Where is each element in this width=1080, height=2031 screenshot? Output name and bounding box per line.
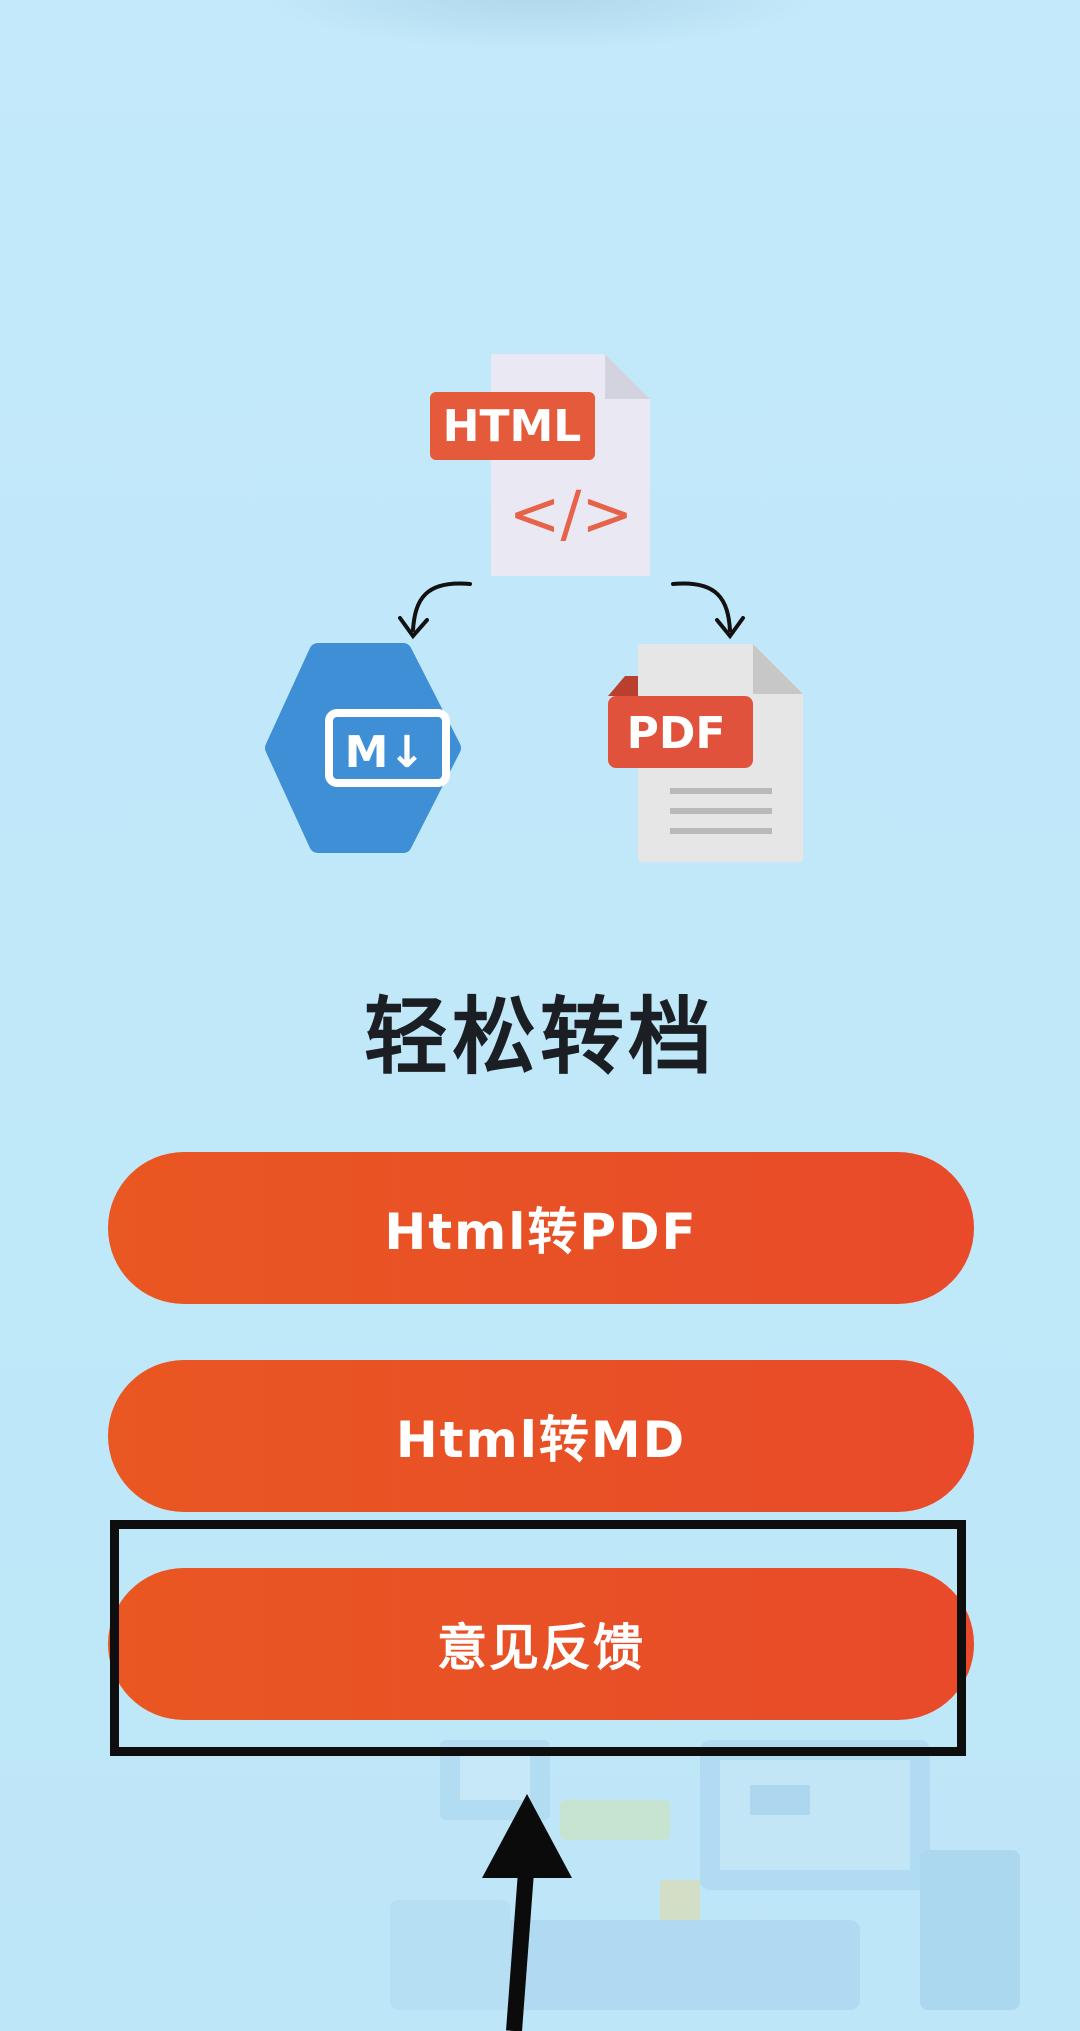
page-title: 轻松转档 [363, 988, 716, 1086]
feedback-button[interactable]: 意见反馈 [108, 1568, 974, 1720]
pdf-file-icon: PDF [608, 644, 803, 862]
hero-illustration: HTML </> M↓ PDF [265, 354, 803, 862]
top-glow [260, 0, 820, 50]
pdf-badge-text: PDF [627, 708, 726, 759]
html-badge-text: HTML [443, 401, 582, 452]
background-illustration [390, 1740, 1020, 2010]
html-to-md-button[interactable]: Html转MD [108, 1360, 974, 1512]
md-badge-text: M↓ [345, 727, 426, 778]
curved-arrow-icon [398, 581, 472, 640]
html-to-pdf-button[interactable]: Html转PDF [108, 1152, 974, 1304]
code-glyph: </> [509, 477, 634, 550]
markdown-icon: M↓ [265, 643, 461, 853]
curved-arrow-icon [671, 581, 745, 640]
pointer-arrow-icon [482, 1794, 572, 2031]
html-file-icon: HTML </> [430, 354, 650, 576]
